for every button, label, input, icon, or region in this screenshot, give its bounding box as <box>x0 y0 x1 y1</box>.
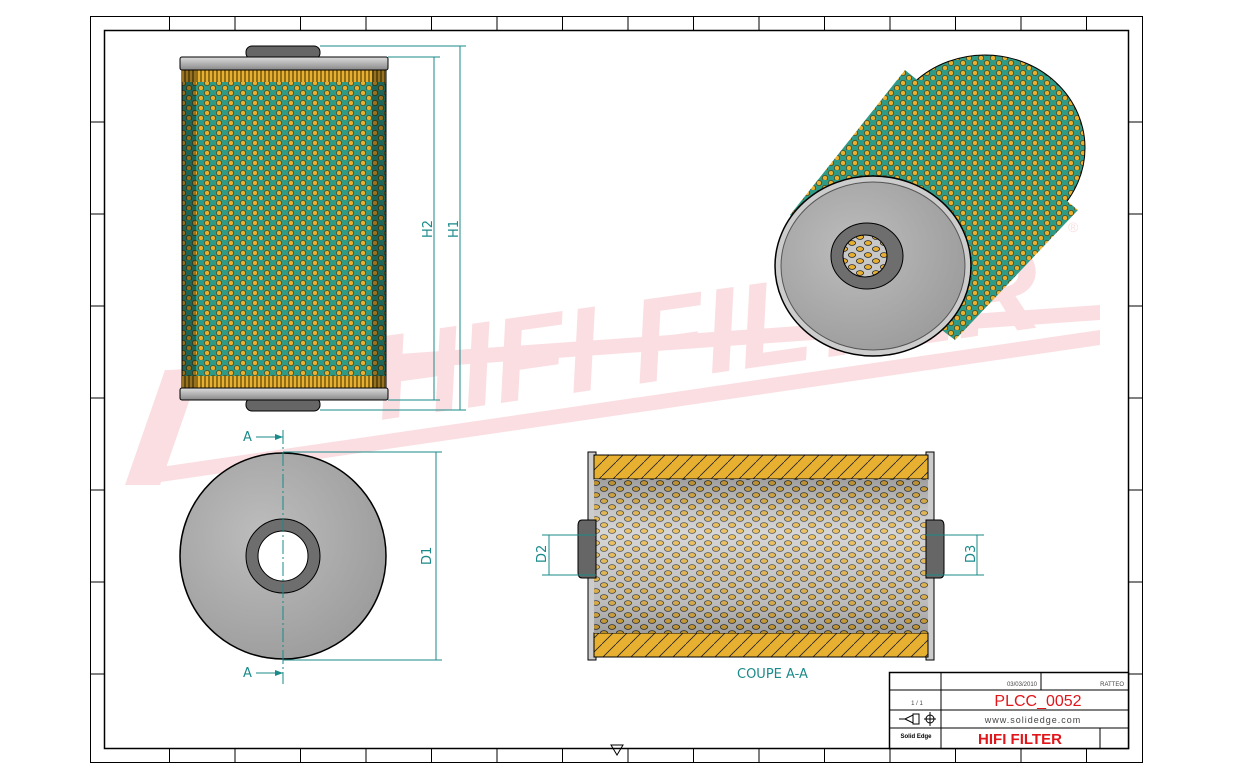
projection-symbol-icon <box>899 712 936 726</box>
drawn-by-value: RATTEO <box>1100 682 1124 688</box>
front-view <box>179 45 389 412</box>
end-view <box>179 430 442 684</box>
registered-mark: ® <box>1068 219 1079 235</box>
section-title: COUPE A-A <box>737 667 808 682</box>
company-name: HIFI FILTER <box>978 731 1062 748</box>
dimension-d3: D3 <box>964 545 979 563</box>
dimension-d2: D2 <box>535 545 550 563</box>
center-mark-icon <box>610 744 624 756</box>
sheet-inner-border <box>103 29 1130 750</box>
section-mark-a-bottom: A <box>243 666 252 681</box>
section-mark-a-top: A <box>243 430 252 445</box>
sheet-value: 1 / 1 <box>911 701 923 707</box>
website: www.solidedge.com <box>984 715 1082 725</box>
front-view-dimensions <box>320 45 466 411</box>
part-number: PLCC_0052 <box>994 693 1081 710</box>
dimension-h2: H2 <box>421 220 436 238</box>
sheet-outer-border <box>90 16 1143 763</box>
dimension-d1: D1 <box>420 547 435 565</box>
software-name: Solid Edge <box>900 734 932 740</box>
isometric-view <box>774 54 1086 357</box>
title-block <box>888 671 1130 750</box>
date-value: 03/03/2010 <box>1007 682 1038 688</box>
section-view <box>542 451 984 661</box>
zone-ticks <box>90 16 1142 762</box>
dimension-h1: H1 <box>447 220 462 238</box>
